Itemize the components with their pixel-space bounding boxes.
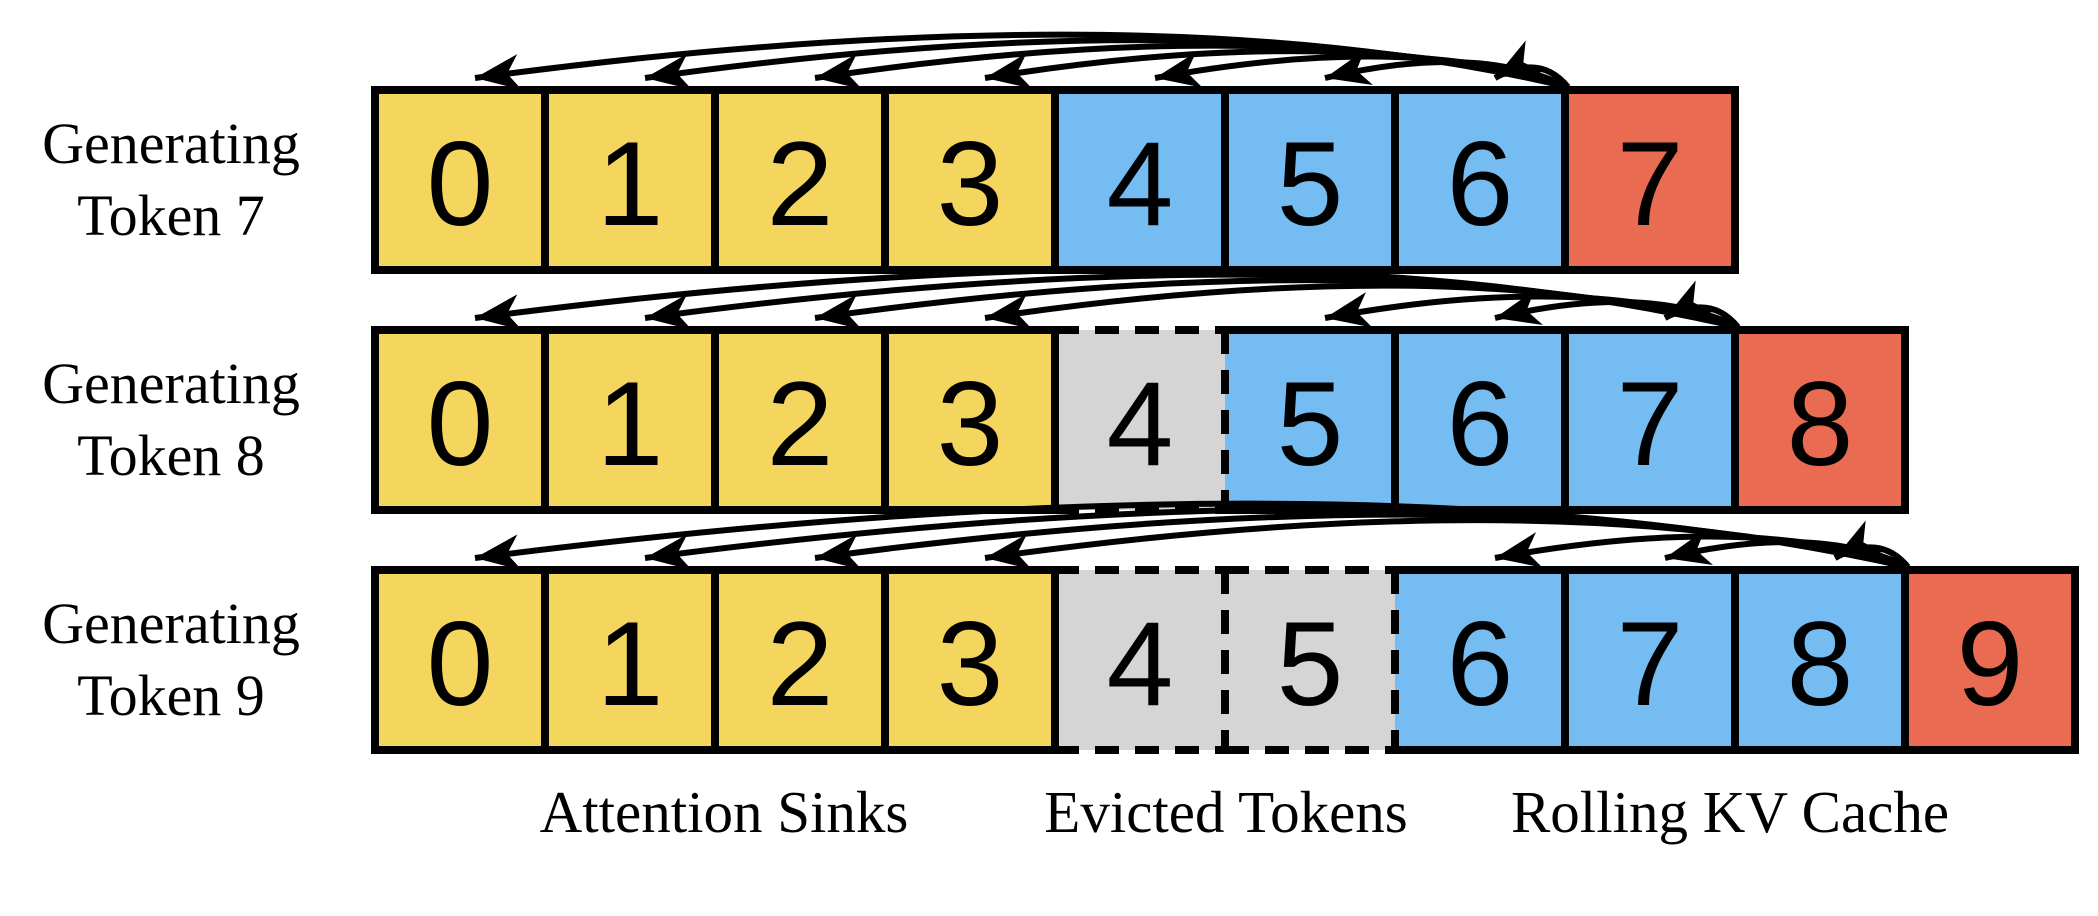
token-number-7: 7 <box>1617 357 1684 491</box>
token-number-5: 5 <box>1277 117 1344 251</box>
token-number-3: 3 <box>937 597 1004 731</box>
token-number-8: 8 <box>1787 357 1854 491</box>
token-cell-2 <box>715 330 885 510</box>
row-label-generating-token-8: Generating Token 8 <box>10 348 332 492</box>
row-label-generating-token-9: Generating Token 9 <box>10 588 332 732</box>
row-label-line: Generating <box>42 351 300 416</box>
token-cell-1 <box>545 570 715 750</box>
token-cell-0 <box>375 330 545 510</box>
token-cell-6 <box>1395 90 1565 270</box>
token-number-7: 7 <box>1617 597 1684 731</box>
token-number-1: 1 <box>597 597 664 731</box>
token-number-4: 4 <box>1107 117 1174 251</box>
row-label-line: Generating <box>42 591 300 656</box>
token-number-2: 2 <box>767 117 834 251</box>
token-number-1: 1 <box>597 357 664 491</box>
token-number-4: 4 <box>1107 357 1174 491</box>
token-number-4: 4 <box>1107 597 1174 731</box>
token-number-2: 2 <box>767 597 834 731</box>
token-number-5: 5 <box>1277 357 1344 491</box>
legend-label-attention-sinks: Attention Sinks <box>539 779 909 845</box>
row-label-line: Token 8 <box>77 423 265 488</box>
token-cell-7 <box>1565 90 1735 270</box>
token-cell-0 <box>375 570 545 750</box>
token-cell-4 <box>1055 570 1225 750</box>
token-number-9: 9 <box>1957 597 2024 731</box>
token-number-3: 3 <box>937 357 1004 491</box>
token-cell-5 <box>1225 330 1395 510</box>
token-number-0: 0 <box>427 357 494 491</box>
token-cell-7 <box>1565 330 1735 510</box>
token-number-5: 5 <box>1277 597 1344 731</box>
token-cell-8 <box>1735 330 1905 510</box>
token-number-1: 1 <box>597 117 664 251</box>
token-cell-0 <box>375 90 545 270</box>
token-number-2: 2 <box>767 357 834 491</box>
token-cell-5 <box>1225 570 1395 750</box>
legend-label-rolling-kv-cache: Rolling KV Cache <box>1510 779 1950 845</box>
token-cell-8 <box>1735 570 1905 750</box>
token-cell-3 <box>885 90 1055 270</box>
token-cell-9 <box>1905 570 2075 750</box>
token-cell-6 <box>1395 330 1565 510</box>
token-cell-1 <box>545 330 715 510</box>
token-cell-6 <box>1395 570 1565 750</box>
row-label-line: Token 7 <box>77 183 265 248</box>
token-number-6: 6 <box>1447 117 1514 251</box>
row-label-generating-token-7: Generating Token 7 <box>10 108 332 252</box>
token-number-7: 7 <box>1617 117 1684 251</box>
attention-arrow-to-token-0 <box>474 31 1569 90</box>
token-cell-2 <box>715 90 885 270</box>
attention-arrow-to-token-0 <box>474 266 1739 331</box>
token-cell-3 <box>885 330 1055 510</box>
token-number-0: 0 <box>427 597 494 731</box>
token-cell-5 <box>1225 90 1395 270</box>
token-cell-4 <box>1055 330 1225 510</box>
token-number-0: 0 <box>427 117 494 251</box>
token-cell-1 <box>545 90 715 270</box>
row-label-line: Generating <box>42 111 300 176</box>
attention-arrow-to-token-0 <box>474 500 1909 571</box>
legend-label-evicted-tokens: Evicted Tokens <box>1044 779 1408 845</box>
token-cell-7 <box>1565 570 1735 750</box>
token-number-3: 3 <box>937 117 1004 251</box>
token-cell-4 <box>1055 90 1225 270</box>
token-cell-2 <box>715 570 885 750</box>
row-label-line: Token 9 <box>77 663 265 728</box>
token-cell-3 <box>885 570 1055 750</box>
token-number-6: 6 <box>1447 357 1514 491</box>
token-number-8: 8 <box>1787 597 1854 731</box>
token-number-6: 6 <box>1447 597 1514 731</box>
